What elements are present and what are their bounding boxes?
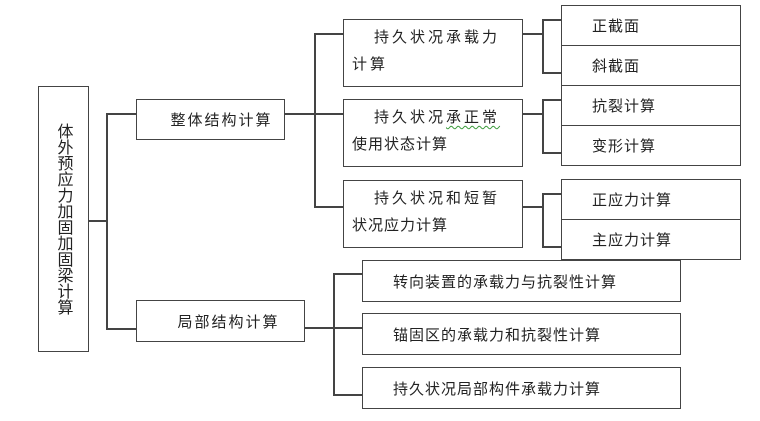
connector-l2-2-stub [522, 113, 542, 115]
node-bearing-capacity-line1: 持久状况承载力 [374, 28, 501, 46]
node-deformation-label: 变形计算 [592, 137, 657, 155]
node-serviceability-line1: 持久状况承正常 [352, 104, 514, 131]
connector-l2-3-trunk [542, 193, 544, 247]
connector-global-trunk [314, 33, 316, 207]
node-normal-section: 正截面 [561, 5, 741, 46]
connector-l2-2-trunk [542, 99, 544, 153]
node-stress-line1: 持久状况和短暂 [374, 189, 501, 207]
connector-to-local [106, 328, 136, 330]
node-local-structure: 局部结构计算 [136, 300, 305, 342]
node-anchorage: 锚固区的承载力和抗裂性计算 [362, 313, 681, 355]
connector-l3-3 [542, 99, 561, 101]
node-serviceability-line1-a: 持久状况 [374, 108, 447, 126]
connector-to-local-2 [333, 327, 362, 329]
connector-local-stub [304, 327, 333, 329]
node-normal-stress-label: 正应力计算 [592, 191, 673, 209]
node-deformation: 变形计算 [561, 125, 741, 166]
connector-l2-1-trunk [542, 19, 544, 73]
connector-l3-5 [542, 193, 561, 195]
connector-root-trunk [106, 113, 108, 329]
node-oblique-section: 斜截面 [561, 45, 741, 86]
connector-l2-1-stub [522, 33, 542, 35]
connector-l3-6 [542, 246, 561, 248]
node-local-structure-label: 局部结构计算 [177, 312, 280, 331]
node-deviator: 转向装置的承载力与抗裂性计算 [362, 260, 681, 302]
node-normal-section-label: 正截面 [592, 17, 641, 35]
node-local-member: 持久状况局部构件承载力计算 [362, 367, 681, 409]
node-local-member-label: 持久状况局部构件承载力计算 [393, 379, 602, 398]
node-global-structure-label: 整体结构计算 [170, 111, 273, 129]
connector-global-stub [284, 113, 343, 115]
connector-to-l2-3 [314, 206, 343, 208]
node-serviceability-line2: 使用状态计算 [352, 135, 449, 153]
root-node-label: 体外预应力加固加固梁计算 [54, 123, 74, 315]
node-principal-stress-label: 主应力计算 [592, 231, 673, 249]
node-oblique-section-label: 斜截面 [592, 57, 641, 75]
connector-l2-3-stub [522, 206, 542, 208]
root-node: 体外预应力加固加固梁计算 [38, 86, 89, 352]
node-stress-line2: 状况应力计算 [352, 216, 449, 234]
connector-l3-4 [542, 152, 561, 154]
node-global-structure: 整体结构计算 [136, 99, 285, 140]
node-crack-resistance: 抗裂计算 [561, 85, 741, 126]
node-deviator-label: 转向装置的承载力与抗裂性计算 [393, 272, 618, 291]
node-serviceability-line1-b: 承正常 [446, 108, 501, 126]
connector-to-local-1 [333, 273, 362, 275]
connector-to-local-3 [333, 394, 362, 396]
node-principal-stress: 主应力计算 [561, 219, 741, 260]
connector-root-stub [77, 220, 107, 222]
node-normal-stress: 正应力计算 [561, 179, 741, 220]
node-serviceability: 持久状况承正常 使用状态计算 [343, 99, 523, 167]
connector-local-trunk [333, 273, 335, 395]
node-bearing-capacity-line2: 计算 [352, 55, 389, 73]
connector-to-global [106, 113, 136, 115]
connector-l3-2 [542, 72, 561, 74]
connector-to-l2-1 [314, 33, 343, 35]
node-bearing-capacity: 持久状况承载力 计算 [343, 19, 523, 87]
node-stress: 持久状况和短暂 状况应力计算 [343, 180, 523, 248]
connector-l3-1 [542, 19, 561, 21]
node-crack-resistance-label: 抗裂计算 [592, 97, 657, 115]
node-anchorage-label: 锚固区的承载力和抗裂性计算 [393, 325, 602, 344]
